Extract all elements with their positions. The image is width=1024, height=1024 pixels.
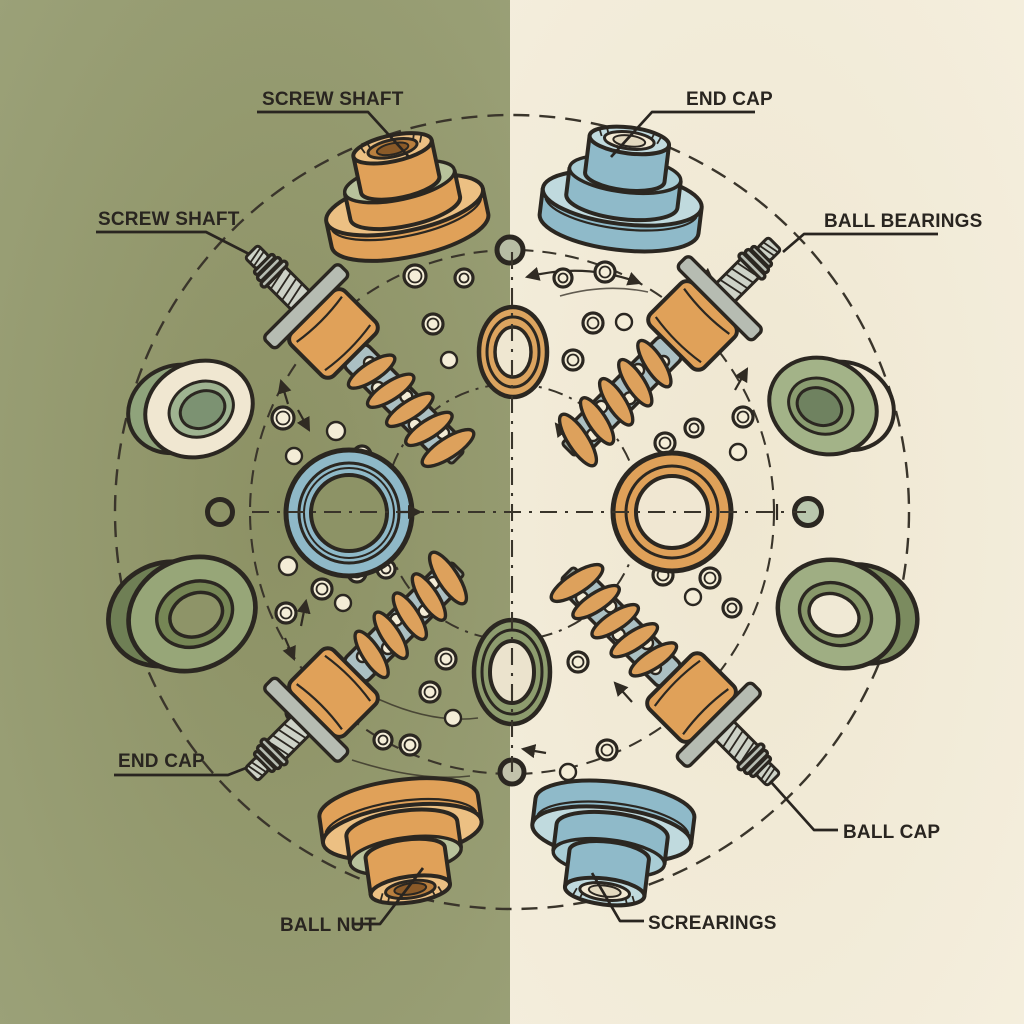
motion-arrows <box>277 265 749 779</box>
ball-bearing-dot-ring <box>275 410 291 426</box>
ball-bearing-dot <box>418 680 442 704</box>
ball-bearing-dot <box>398 733 422 757</box>
ball-bearing-dot <box>421 312 445 336</box>
ball-bearing-dot <box>402 263 428 289</box>
label-screw-shaft-left: SCREW SHAFT <box>98 209 240 230</box>
ball-bearing-dot <box>561 348 585 372</box>
leader-end-cap-bottom-left <box>114 766 247 777</box>
ball-bearing-dot-ring <box>426 317 440 331</box>
label-end-cap-top: END CAP <box>686 89 773 110</box>
ball-bearing-dot-ring <box>403 738 417 752</box>
leader-ball-cap-bottom-right <box>769 781 838 832</box>
leader-screw-shaft-top <box>257 110 410 158</box>
ball-bearing-dot <box>274 601 298 625</box>
ball-bearing-dot-ring <box>423 685 437 699</box>
ball-bearing-dot <box>439 350 459 370</box>
ball-bearing-dot <box>683 587 703 607</box>
ball-bearing-dot-ring <box>407 268 423 284</box>
leader-end-cap-top <box>610 110 755 158</box>
ball-bearing-dot <box>310 577 334 601</box>
outer-dashed-circle <box>113 113 911 911</box>
ball-bearing-dot <box>721 597 743 619</box>
label-screw-shaft-top: SCREW SHAFT <box>262 89 404 110</box>
ball-bearing-dot <box>333 593 353 613</box>
leader-ball-nut-bottom <box>354 867 425 926</box>
label-ball-cap-bottom-right: BALL CAP <box>843 822 940 843</box>
ball-bearing-dot <box>653 431 677 455</box>
ball-bearing-dot-ring <box>571 655 585 669</box>
ball-bearing-dot-ring <box>688 422 700 434</box>
inner-dashed-circle <box>248 248 776 776</box>
loose-ball-bearings <box>270 260 755 782</box>
ball-bearing-dot-ring <box>703 571 717 585</box>
ball-bearing-dot <box>552 267 574 289</box>
reference-ring-left <box>205 497 235 527</box>
ball-bearing-dot <box>595 738 619 762</box>
ball-bearing-dot <box>593 260 617 284</box>
ball-bearing-dot <box>728 442 748 462</box>
ball-bearing-dot-ring <box>315 582 329 596</box>
reference-dot-top <box>494 234 526 266</box>
leader-screarings-bottom <box>590 872 644 923</box>
ball-bearing-dot-ring <box>600 743 614 757</box>
ball-bearing-dot <box>434 647 458 671</box>
ball-bearing-dot-ring <box>726 602 738 614</box>
crosshair-axes <box>252 252 806 772</box>
ball-bearing-dot-ring <box>439 652 453 666</box>
ball-bearing-dot-ring <box>586 316 600 330</box>
ball-bearing-dot-ring <box>566 353 580 367</box>
ball-bearing-dot <box>731 405 755 429</box>
ball-bearing-dot-ring <box>658 436 672 450</box>
leader-screw-shaft-left <box>96 230 250 256</box>
ball-bearing-dot <box>614 312 634 332</box>
leader-ball-bearings-right <box>782 232 938 254</box>
label-ball-nut-bottom: BALL NUT <box>280 915 376 936</box>
ball-bearing-dot <box>372 729 394 751</box>
ball-bearing-dot-ring <box>598 265 612 279</box>
ball-bearing-dot-ring <box>736 410 750 424</box>
label-screarings-bottom: SCREARINGS <box>648 913 777 934</box>
green-collar-ring-bottom <box>471 617 553 727</box>
callouts: SCREW SHAFT END CAP SCREW SHAFT BALL BEA… <box>96 89 982 936</box>
ball-bearing-dot <box>443 708 463 728</box>
label-ball-bearings-right: BALL BEARINGS <box>824 211 982 232</box>
ball-bearing-dot <box>566 650 590 674</box>
ball-bearing-dot-ring <box>458 272 470 284</box>
ball-bearing-dot <box>558 762 578 782</box>
ball-bearing-dot-ring <box>377 734 389 746</box>
ball-bearing-dot <box>581 311 605 335</box>
orange-seal-ring <box>610 450 734 574</box>
ball-bearing-dot <box>683 417 705 439</box>
ball-bearing-dot-ring <box>279 606 293 620</box>
ball-bearing-dot <box>284 446 304 466</box>
ball-bearing-dot <box>453 267 475 289</box>
label-end-cap-bottom-left: END CAP <box>118 751 205 772</box>
ball-bearing-dot-ring <box>557 272 569 284</box>
ball-bearing-dot <box>325 420 347 442</box>
ball-bearing-dot <box>277 555 299 577</box>
ball-bearing-dot <box>270 405 296 431</box>
ball-bearing-dot <box>698 566 722 590</box>
